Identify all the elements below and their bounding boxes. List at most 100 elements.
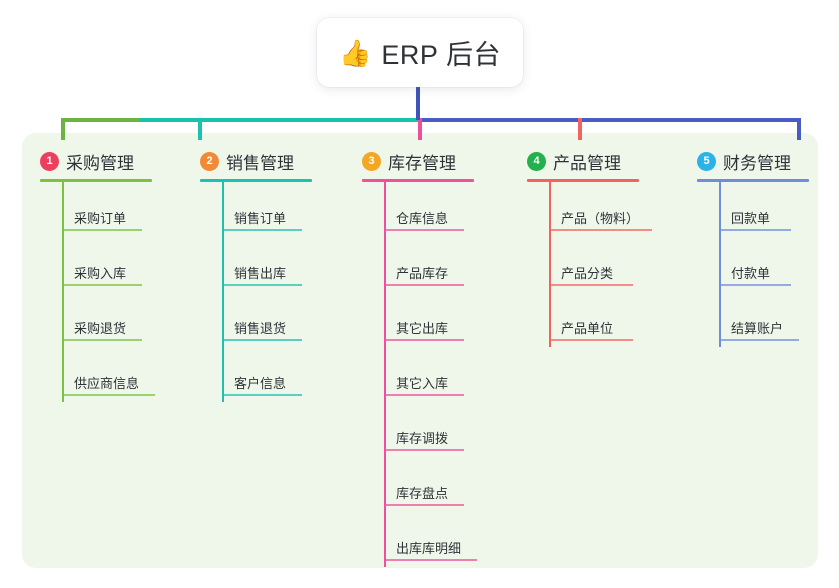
branch-finance: 回款单付款单结算账户: [697, 182, 809, 347]
leaf-item-rule: [384, 559, 477, 561]
leaf-item[interactable]: 其它出库: [362, 292, 474, 347]
leaf-item-label: 采购退货: [74, 321, 127, 336]
leaf-item[interactable]: 回款单: [697, 182, 809, 237]
teal-segment: [139, 118, 418, 122]
column-title: 财务管理: [723, 153, 791, 173]
leaf-item[interactable]: 客户信息: [200, 347, 312, 402]
leaf-item[interactable]: 销售退货: [200, 292, 312, 347]
column-header-finance[interactable]: 5 财务管理: [697, 148, 809, 174]
leaf-item-rule: [222, 339, 302, 341]
branch-inventory: 仓库信息产品库存其它出库其它入库库存调拨库存盘点出库库明细: [362, 182, 477, 567]
leaf-item[interactable]: 销售出库: [200, 237, 312, 292]
drop-col-1: [61, 118, 65, 140]
leaf-item[interactable]: 销售订单: [200, 182, 312, 237]
leaf-item-label: 仓库信息: [396, 211, 449, 226]
leaf-item-label: 出库库明细: [396, 541, 462, 556]
leaf-item-label: 付款单: [731, 266, 771, 281]
leaf-item[interactable]: 采购订单: [40, 182, 152, 237]
branch-spine: [222, 182, 224, 402]
leaf-item-label: 销售出库: [234, 266, 287, 281]
leaf-item[interactable]: 产品单位: [527, 292, 639, 347]
root-stem-connector: [416, 87, 420, 120]
leaf-item-label: 回款单: [731, 211, 771, 226]
leaf-item[interactable]: 产品库存: [362, 237, 474, 292]
column-product: 4 产品管理产品（物料） 产品分类产品单位: [527, 148, 652, 347]
number-badge-icon: 4: [527, 151, 546, 171]
leaf-item-rule: [62, 284, 142, 286]
leaf-item-rule: [222, 394, 302, 396]
column-finance: 5 财务管理回款单付款单结算账户: [697, 148, 809, 347]
leaf-item[interactable]: 仓库信息: [362, 182, 474, 237]
leaf-item-label: 其它出库: [396, 321, 449, 336]
branch-spine: [384, 182, 386, 567]
leaf-item-rule: [719, 284, 791, 286]
column-header-inventory[interactable]: 3 库存管理: [362, 148, 474, 174]
column-header-rule: [362, 179, 474, 182]
indigo-segment: [418, 118, 800, 122]
number-badge-icon: 5: [697, 151, 716, 171]
column-header-product[interactable]: 4 产品管理: [527, 148, 639, 174]
leaf-item-label: 产品分类: [561, 266, 614, 281]
leaf-item-rule: [384, 394, 464, 396]
leaf-item-label: 库存盘点: [396, 486, 449, 501]
leaf-item[interactable]: 采购退货: [40, 292, 152, 347]
leaf-item[interactable]: 付款单: [697, 237, 809, 292]
branch-product: 产品（物料） 产品分类产品单位: [527, 182, 652, 347]
root-node-erp-backend[interactable]: 👍 ERP 后台: [317, 18, 523, 87]
drop-col-2: [198, 118, 202, 140]
column-title: 产品管理: [553, 153, 621, 173]
column-title: 采购管理: [66, 153, 134, 173]
leaf-item[interactable]: 库存盘点: [362, 457, 474, 512]
leaf-item-rule: [549, 229, 652, 231]
column-header-rule: [527, 179, 639, 182]
leaf-item-label: 销售退货: [234, 321, 287, 336]
leaf-item-rule: [222, 284, 302, 286]
diagram-panel: [22, 133, 818, 568]
leaf-item[interactable]: 其它入库: [362, 347, 474, 402]
column-header-rule: [200, 179, 312, 182]
leaf-item-rule: [719, 229, 791, 231]
leaf-item-rule: [549, 339, 633, 341]
number-badge-icon: 3: [362, 151, 381, 171]
column-title: 库存管理: [388, 153, 456, 173]
leaf-item-label: 结算账户: [731, 321, 784, 336]
leaf-item-rule: [62, 229, 142, 231]
leaf-item-label: 产品库存: [396, 266, 449, 281]
leaf-item[interactable]: 结算账户: [697, 292, 809, 347]
leaf-item[interactable]: 采购入库: [40, 237, 152, 292]
leaf-item-rule: [719, 339, 799, 341]
column-purchasing: 1 采购管理采购订单采购入库采购退货供应商信息: [40, 148, 155, 402]
leaf-item-rule: [62, 339, 142, 341]
leaf-item[interactable]: 出库库明细: [362, 512, 477, 567]
branch-spine: [719, 182, 721, 347]
leaf-item-label: 库存调拨: [396, 431, 449, 446]
leaf-item-label: 销售订单: [234, 211, 287, 226]
leaf-item-label: 客户信息: [234, 376, 287, 391]
leaf-item-label: 供应商信息: [74, 376, 140, 391]
leaf-item-rule: [222, 229, 302, 231]
branch-spine: [549, 182, 551, 347]
leaf-item[interactable]: 库存调拨: [362, 402, 474, 457]
leaf-item-label: 采购入库: [74, 266, 127, 281]
drop-col-3: [418, 118, 422, 140]
number-badge-icon: 1: [40, 151, 59, 171]
branch-purchasing: 采购订单采购入库采购退货供应商信息: [40, 182, 155, 402]
leaf-item[interactable]: 产品分类: [527, 237, 639, 292]
leaf-item-rule: [549, 284, 633, 286]
leaf-item-rule: [384, 504, 464, 506]
leaf-item-rule: [384, 449, 464, 451]
column-header-rule: [40, 179, 152, 182]
leaf-item-label: 产品（物料）: [561, 211, 640, 226]
leaf-item[interactable]: 供应商信息: [40, 347, 155, 402]
leaf-item-label: 其它入库: [396, 376, 449, 391]
root-node-label: ERP 后台: [381, 40, 501, 70]
column-inventory: 3 库存管理仓库信息产品库存其它出库其它入库库存调拨库存盘点出库库明细: [362, 148, 477, 567]
leaf-item-rule: [62, 394, 155, 396]
leaf-item[interactable]: 产品（物料）: [527, 182, 652, 237]
column-header-purchasing[interactable]: 1 采购管理: [40, 148, 152, 174]
column-title: 销售管理: [226, 153, 294, 173]
leaf-item-rule: [384, 339, 464, 341]
